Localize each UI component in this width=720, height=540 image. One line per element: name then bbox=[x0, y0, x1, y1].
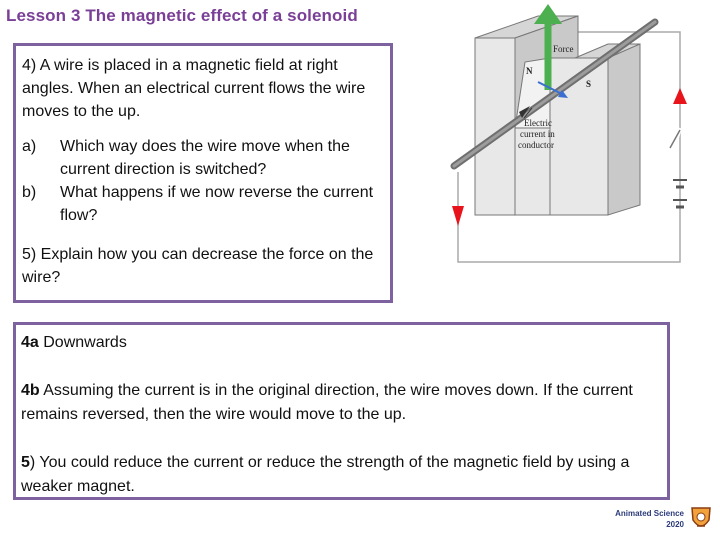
brand-footer: Animated Science 2020 bbox=[615, 504, 714, 534]
red-arrow-down-icon bbox=[452, 206, 464, 226]
item-text: What happens if we now reverse the curre… bbox=[60, 184, 374, 224]
current-label-line1: Electric bbox=[524, 118, 552, 128]
current-label-line3: conductor bbox=[518, 140, 554, 150]
science-logo-icon bbox=[691, 507, 711, 527]
question-list: a) Which way does the wire move when the… bbox=[22, 135, 384, 227]
current-label-line2: current in bbox=[520, 129, 555, 139]
red-arrow-up-icon bbox=[673, 88, 687, 104]
switch bbox=[669, 129, 681, 149]
brand-name: Animated Science bbox=[615, 509, 684, 518]
answer-label: 4a bbox=[21, 334, 39, 351]
current-arrow-shaft bbox=[537, 81, 563, 95]
item-marker: a) bbox=[22, 138, 37, 155]
brand-text: Animated Science 2020 bbox=[615, 508, 684, 530]
current-arrow-icon bbox=[558, 90, 568, 98]
question-box: 4) A wire is placed in a magnetic field … bbox=[13, 43, 393, 303]
force-label: Force bbox=[553, 44, 574, 54]
question-item-b: b) What happens if we now reverse the cu… bbox=[22, 181, 384, 227]
question-5: 5) Explain how you can decrease the forc… bbox=[22, 246, 374, 286]
page-title: Lesson 3 The magnetic effect of a soleno… bbox=[6, 6, 358, 25]
answer-text: Downwards bbox=[38, 334, 127, 351]
answer-4b: 4b Assuming the current is in the origin… bbox=[21, 379, 662, 427]
question-item-a: a) Which way does the wire move when the… bbox=[22, 135, 384, 181]
question-4: 4) A wire is placed in a magnetic field … bbox=[22, 57, 366, 120]
motor-effect-diagram: Force N S Electric current in conductor bbox=[450, 4, 687, 263]
answer-label: 4b bbox=[21, 382, 40, 399]
item-marker: b) bbox=[22, 184, 37, 201]
answer-label: 5 bbox=[21, 454, 30, 471]
answer-text: Assuming the current is in the original … bbox=[21, 382, 633, 423]
north-pole-label: N bbox=[526, 66, 533, 76]
answer-4a: 4a Downwards bbox=[21, 331, 662, 355]
answer-text: ) You could reduce the current or reduce… bbox=[21, 454, 630, 495]
force-arrow-icon bbox=[534, 4, 562, 24]
brand-year: 2020 bbox=[666, 520, 684, 529]
answer-5: 5) You could reduce the current or reduc… bbox=[21, 451, 662, 499]
item-text: Which way does the wire move when the cu… bbox=[60, 138, 350, 178]
answer-box: 4a Downwards 4b Assuming the current is … bbox=[13, 322, 670, 500]
battery-icon bbox=[673, 179, 687, 209]
south-pole-label: S bbox=[586, 79, 591, 89]
